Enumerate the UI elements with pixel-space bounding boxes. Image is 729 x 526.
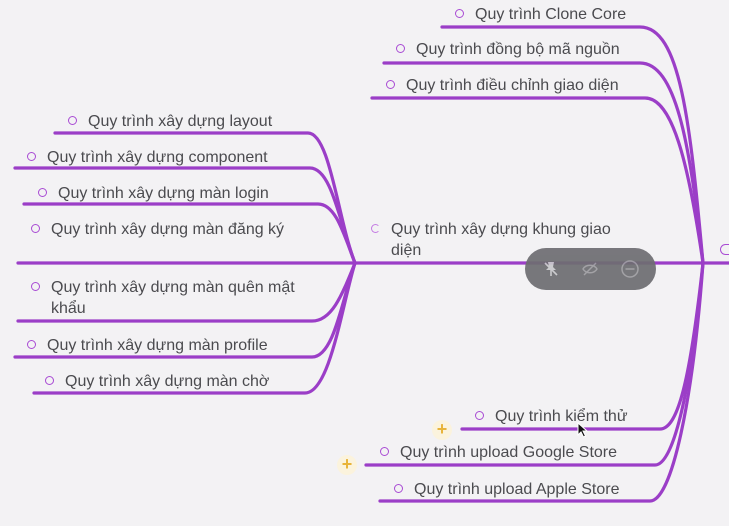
center-topic-label: Quy trình xây dựng khung giao diện: [391, 221, 611, 259]
node-label: Quy trình upload Apple Store: [414, 481, 620, 498]
node-bullet-icon: [31, 282, 40, 291]
node-bullet-icon: [371, 224, 380, 233]
right-node-upload-google[interactable]: Quy trình upload Google Store: [380, 442, 617, 463]
right-node-testing[interactable]: Quy trình kiểm thử: [475, 406, 628, 427]
node-label: Quy trình xây dựng layout: [88, 113, 273, 130]
left-node-waiting[interactable]: Quy trình xây dựng màn chờ: [45, 371, 269, 392]
node-bullet-icon: [27, 340, 36, 349]
node-label: Quy trình upload Google Store: [400, 444, 618, 461]
hide-icon: [582, 262, 599, 276]
node-bullet-icon: [386, 80, 395, 89]
left-node-forgot-password[interactable]: Quy trình xây dựng màn quên mật khẩu: [31, 277, 303, 319]
node-bullet-icon: [455, 9, 464, 18]
node-action-toolbar: [525, 248, 656, 290]
node-label: Quy trình đồng bộ mã nguồn: [416, 41, 620, 58]
node-bullet-icon: [394, 484, 403, 493]
node-label: Quy trình điều chỉnh giao diện: [406, 77, 619, 94]
right-node-sync-source[interactable]: Quy trình đồng bộ mã nguồn: [396, 39, 620, 60]
node-label: Quy trình xây dựng màn login: [58, 185, 269, 202]
right-node-clone-core[interactable]: Quy trình Clone Core: [455, 4, 626, 25]
left-node-register[interactable]: Quy trình xây dựng màn đăng ký: [31, 219, 303, 240]
node-label: Quy trình xây dựng component: [47, 149, 268, 166]
node-label: Quy trình Clone Core: [475, 6, 627, 23]
node-bullet-icon: [380, 447, 389, 456]
node-bullet-icon: [68, 116, 77, 125]
node-bullet-icon: [475, 411, 484, 420]
left-node-profile[interactable]: Quy trình xây dựng màn profile: [27, 335, 268, 356]
left-node-login[interactable]: Quy trình xây dựng màn login: [38, 183, 269, 204]
left-node-component[interactable]: Quy trình xây dựng component: [27, 147, 268, 168]
node-label: Quy trình xây dựng màn quên mật khẩu: [51, 279, 295, 317]
mouse-cursor-icon: [577, 422, 589, 438]
node-bullet-icon: [396, 44, 405, 53]
node-label: Quy trình xây dựng màn chờ: [65, 373, 270, 390]
node-bullet-icon: [31, 224, 40, 233]
root-node-handle[interactable]: [720, 244, 729, 255]
unpin-button[interactable]: [538, 256, 564, 282]
node-bullet-icon: [38, 188, 47, 197]
right-node-adjust-ui[interactable]: Quy trình điều chỉnh giao diện: [386, 75, 619, 96]
node-label: Quy trình kiểm thử: [495, 408, 628, 425]
add-node-button[interactable]: +: [432, 420, 452, 440]
node-bullet-icon: [45, 376, 54, 385]
node-label: Quy trình xây dựng màn profile: [47, 337, 268, 354]
right-node-upload-apple[interactable]: Quy trình upload Apple Store: [394, 479, 619, 500]
unpin-icon: [544, 262, 558, 276]
collapse-button[interactable]: [617, 256, 643, 282]
left-node-layout[interactable]: Quy trình xây dựng layout: [68, 111, 272, 132]
add-node-button[interactable]: +: [337, 455, 357, 475]
node-label: Quy trình xây dựng màn đăng ký: [51, 221, 285, 238]
center-topic-node[interactable]: Quy trình xây dựng khung giao diện: [371, 219, 631, 261]
hide-button[interactable]: [577, 256, 603, 282]
node-bullet-icon: [27, 152, 36, 161]
collapse-icon: [621, 260, 639, 278]
